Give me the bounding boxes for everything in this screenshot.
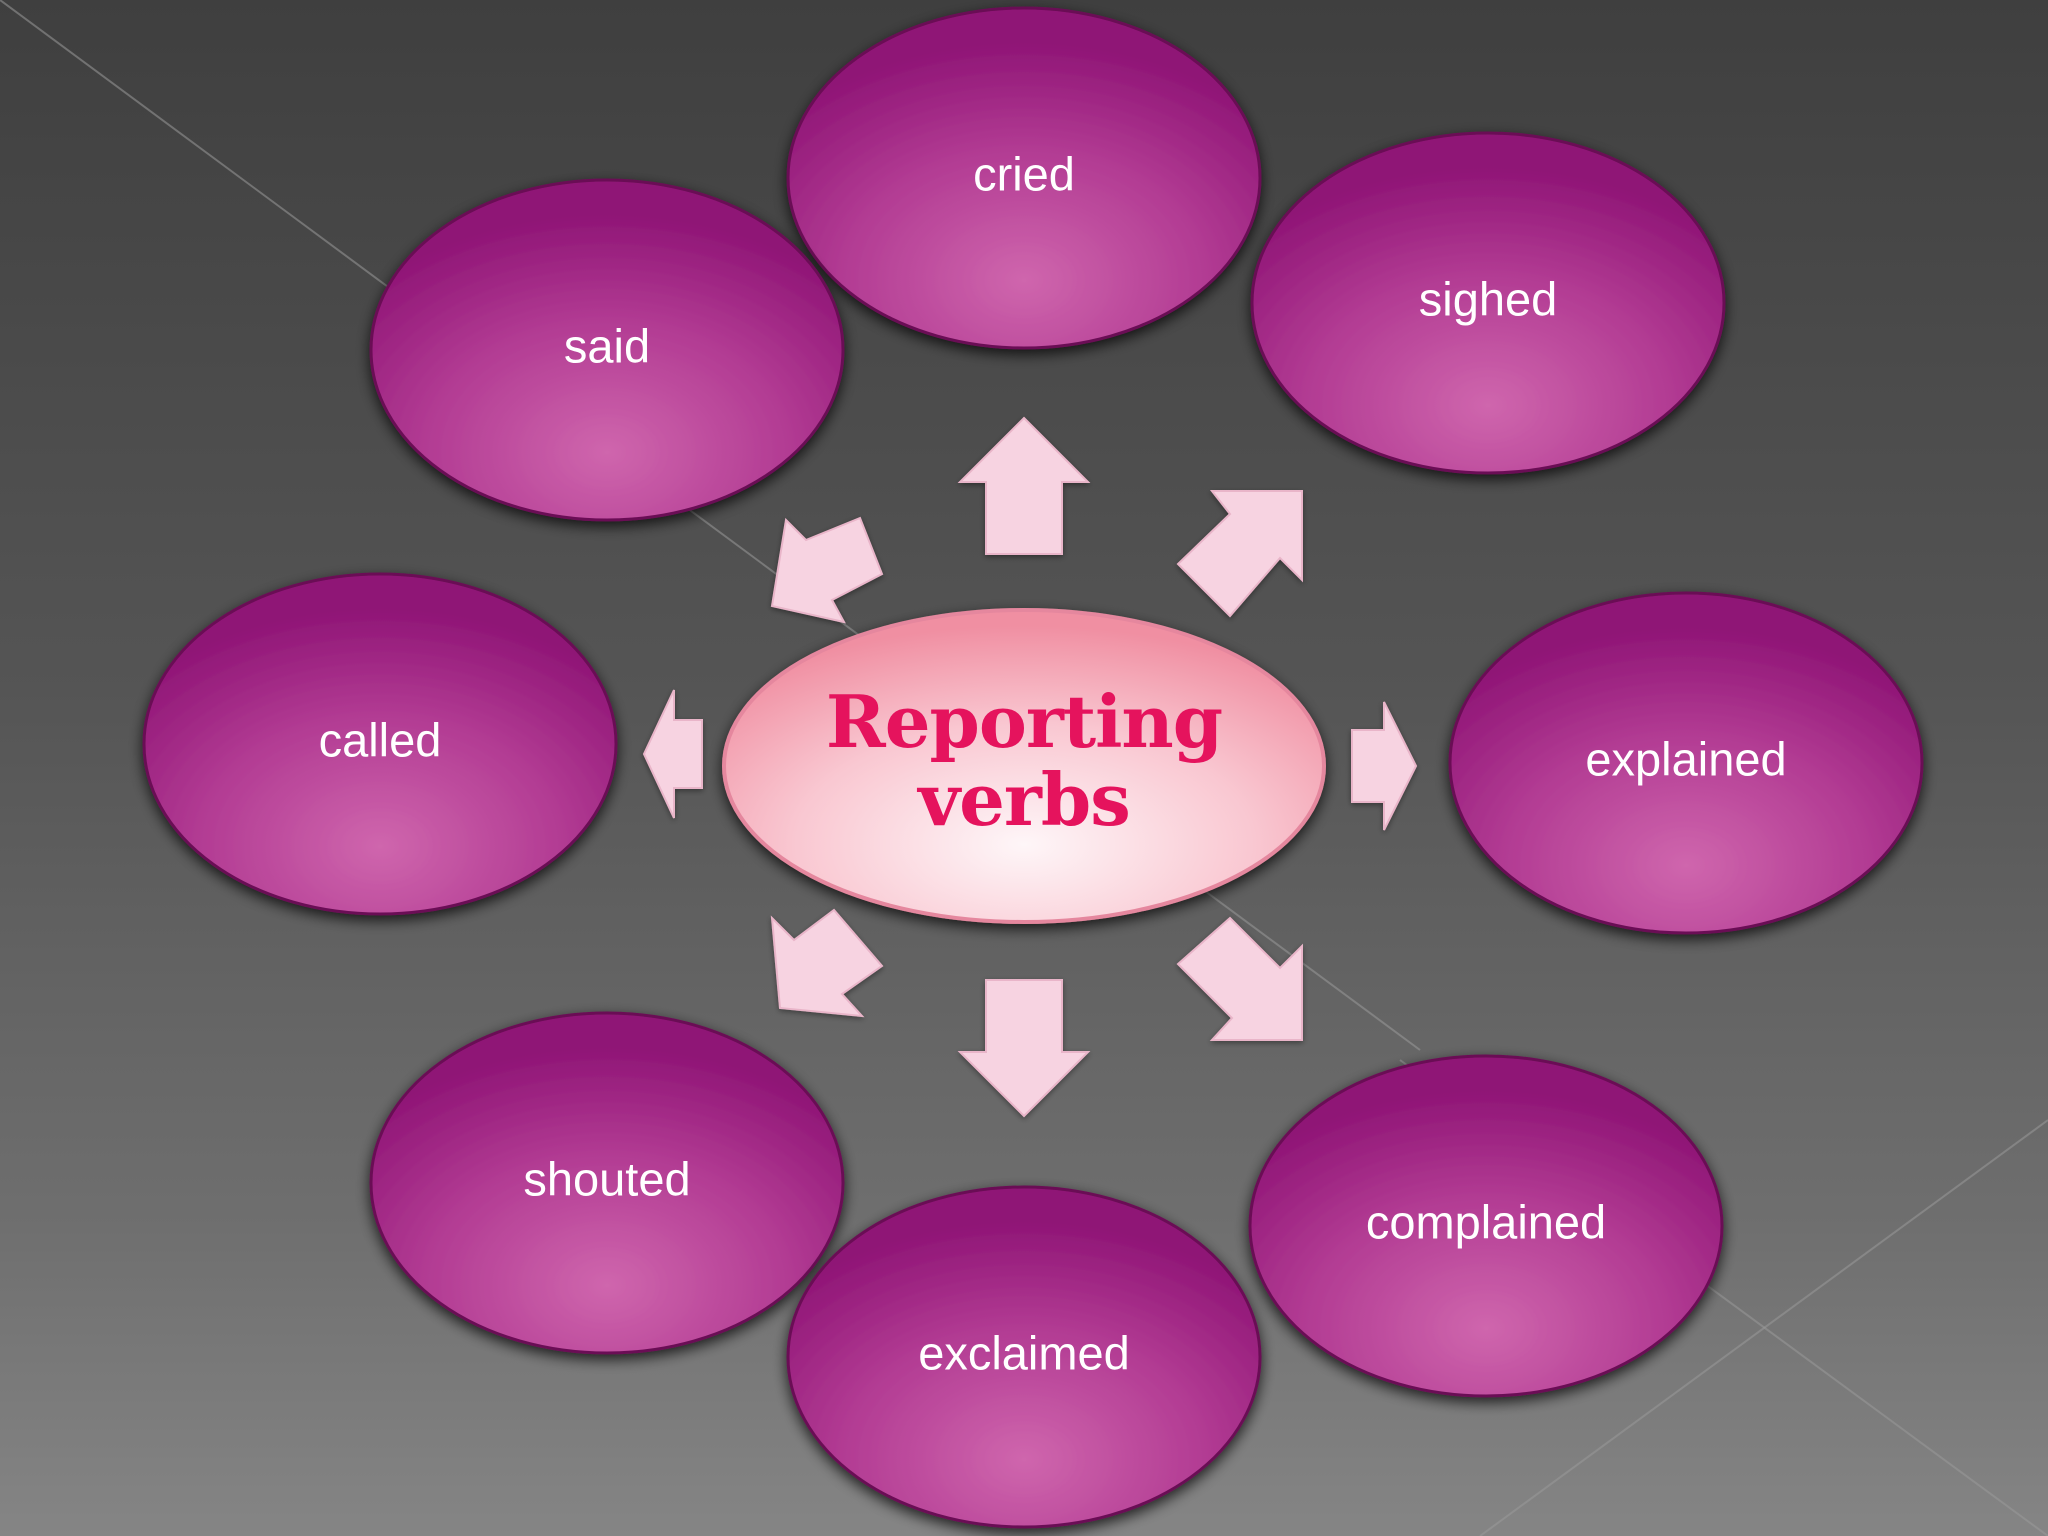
bubble-shape <box>786 1185 1262 1529</box>
center-bubble-shape <box>722 608 1326 924</box>
verb-bubble-explained: explained <box>1448 591 1924 935</box>
center-title-line2: verbs <box>916 757 1129 842</box>
verb-label-exclaimed: exclaimed <box>918 1326 1130 1379</box>
arrow-down-left-icon <box>770 908 884 1018</box>
verb-bubble-cried: cried <box>786 6 1262 350</box>
bubble-shape <box>1248 1054 1724 1398</box>
arrows <box>642 416 1418 1118</box>
verb-label-complained: complained <box>1366 1195 1606 1248</box>
bubble-shape <box>1250 131 1726 475</box>
verb-bubble-exclaimed: exclaimed <box>786 1185 1262 1529</box>
center-bubble: Reporting verbs <box>722 608 1326 924</box>
verb-bubble-called: called <box>142 572 618 916</box>
verb-label-said: said <box>564 319 650 372</box>
verb-label-cried: cried <box>973 147 1075 200</box>
verb-label-shouted: shouted <box>523 1152 690 1205</box>
arrow-up-right-icon <box>1176 490 1303 618</box>
verb-label-explained: explained <box>1585 732 1786 785</box>
bubble-shape <box>786 6 1262 350</box>
background-line <box>1479 1119 2048 1536</box>
center-title-line1: Reporting <box>826 679 1222 764</box>
verb-label-sighed: sighed <box>1419 272 1558 325</box>
arrow-right-icon <box>1351 701 1418 831</box>
bubble-shape <box>369 1011 845 1355</box>
verb-bubble-sighed: sighed <box>1250 131 1726 475</box>
verb-bubble-shouted: shouted <box>369 1011 845 1355</box>
bubble-shape <box>142 572 618 916</box>
arrow-up-icon <box>957 416 1091 555</box>
arrow-down-icon <box>957 979 1091 1118</box>
bubble-shape <box>1448 591 1924 935</box>
verb-label-called: called <box>319 713 442 766</box>
verb-bubble-complained: complained <box>1248 1054 1724 1398</box>
arrow-down-right-icon <box>1176 916 1303 1041</box>
verb-bubble-said: said <box>369 178 845 522</box>
arrow-up-left-icon <box>770 516 884 624</box>
bubble-shape <box>369 178 845 522</box>
arrow-left-icon <box>642 689 703 819</box>
